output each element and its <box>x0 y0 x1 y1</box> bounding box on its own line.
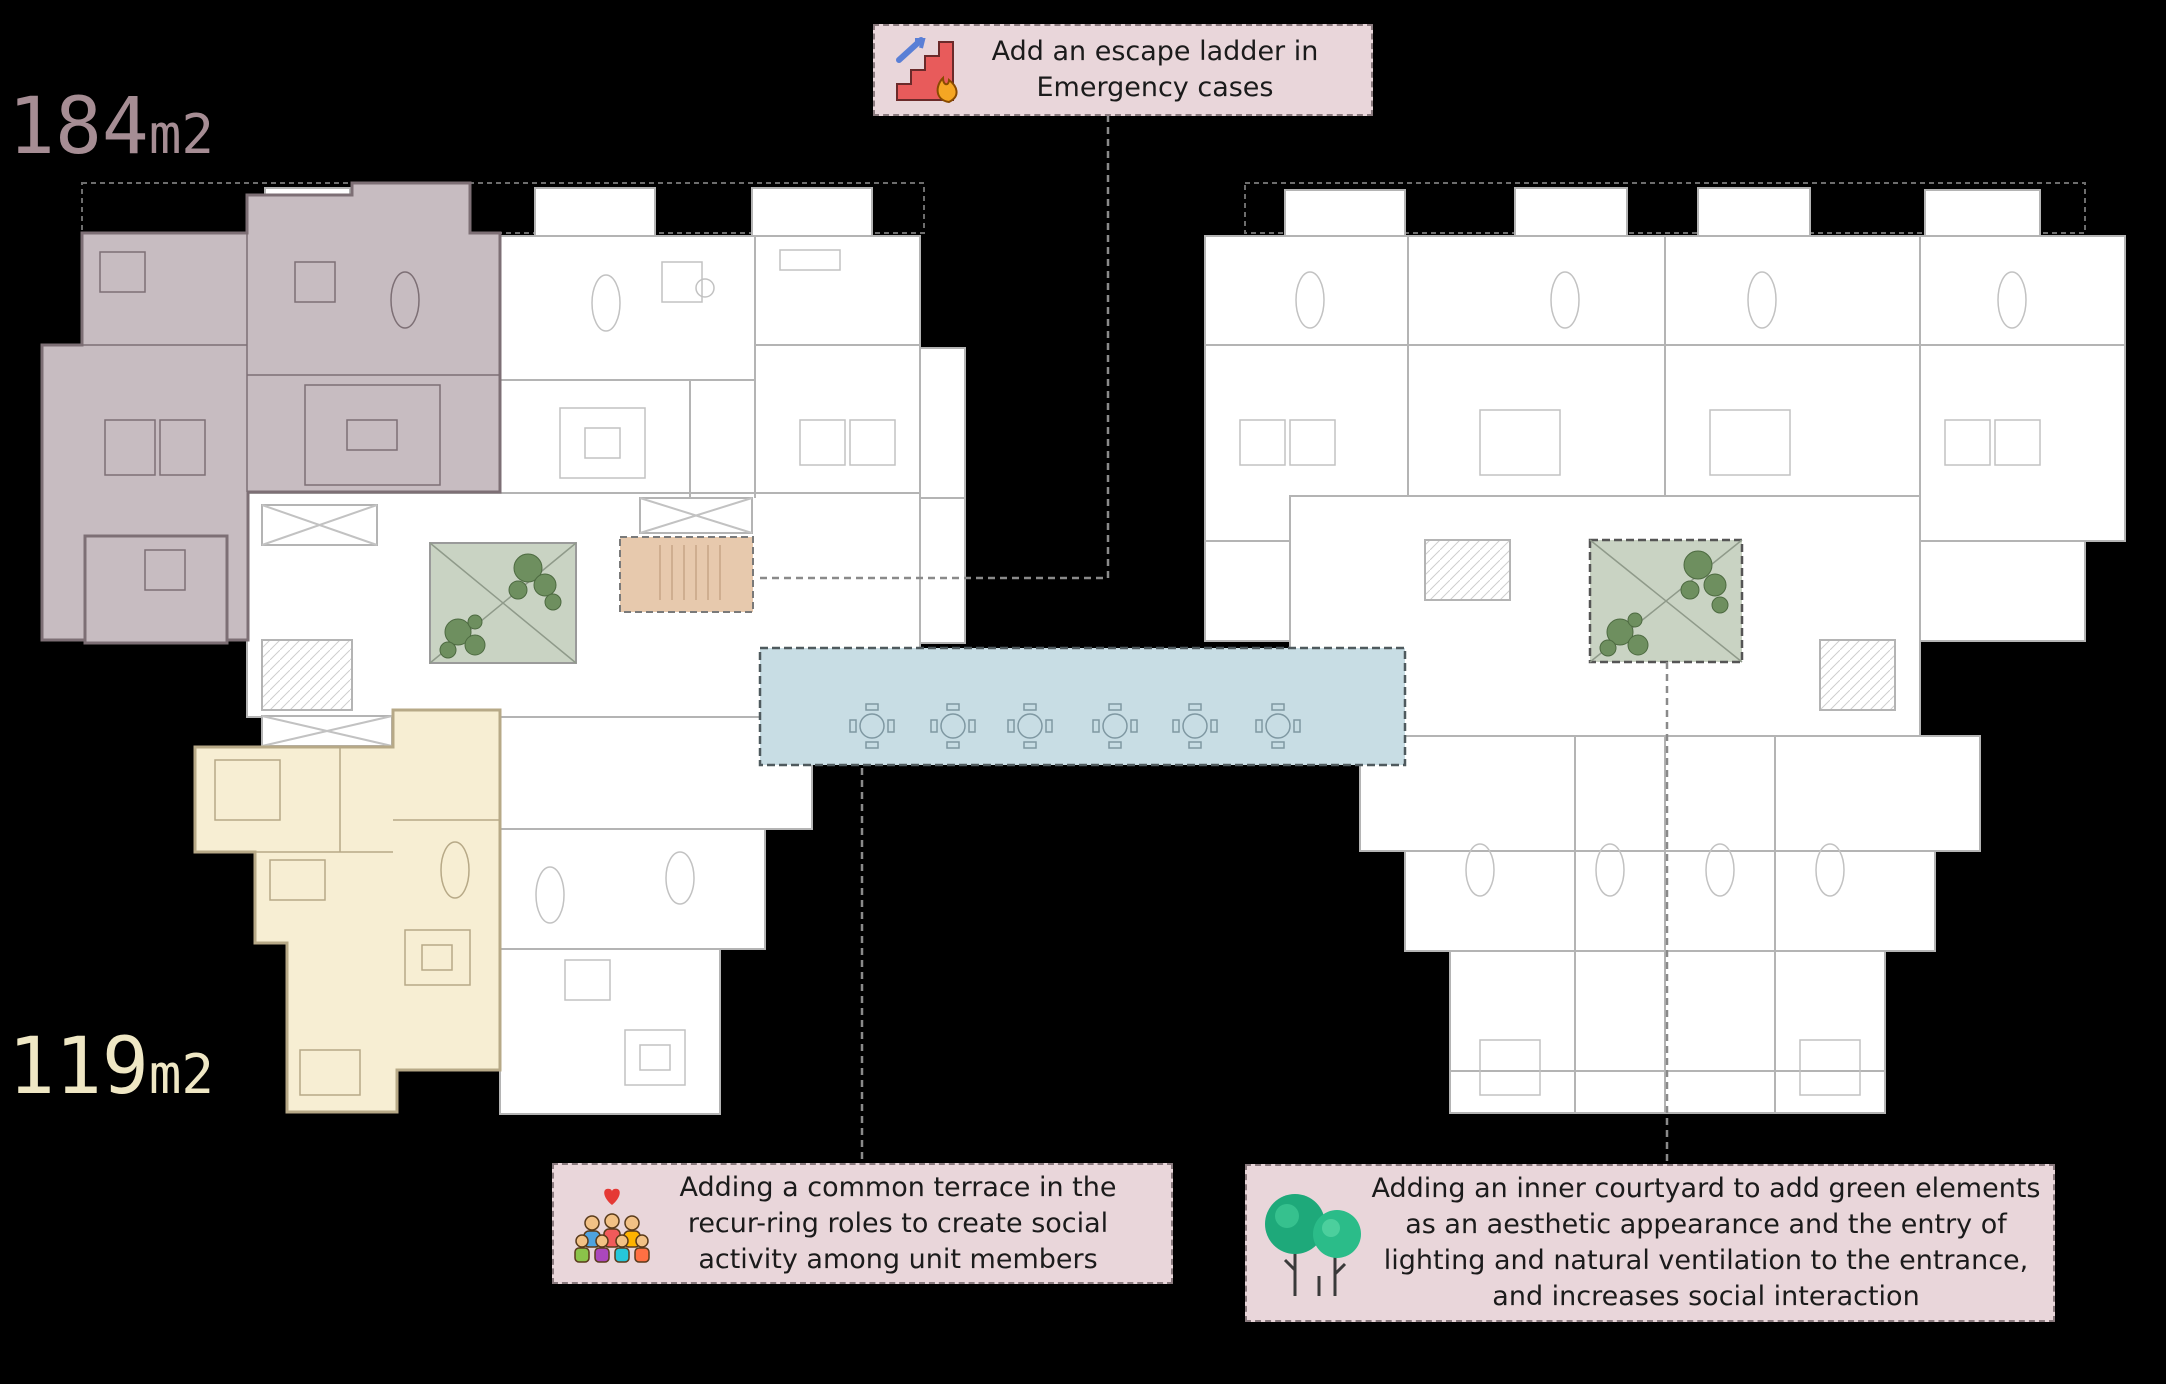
area-119-unit: m2 <box>148 1043 214 1106</box>
unit-119-highlight <box>193 708 502 1114</box>
callout-terrace-text: Adding a common terrace in the recur-rin… <box>679 1171 1117 1275</box>
left-upper-right-unit <box>499 235 921 499</box>
callout-escape-ladder: Add an escape ladder in Emergency cases <box>873 24 1373 116</box>
area-label-184: 184m2 <box>8 88 214 166</box>
common-terrace-bridge <box>758 646 1407 767</box>
right-building-plan <box>1204 182 2126 1114</box>
leader-lines <box>755 115 1669 1164</box>
escape-stair-highlight <box>619 536 754 613</box>
leader-escape <box>755 115 1110 580</box>
fire-escape-stairs-icon <box>896 37 958 104</box>
callout-courtyard-text: Adding an inner courtyard to add green e… <box>1371 1173 2041 1312</box>
callout-common-terrace: Adding a common terrace in the recur-rin… <box>552 1163 1173 1284</box>
right-courtyard <box>1588 538 1744 664</box>
area-label-119: 119m2 <box>8 1028 214 1106</box>
callout-inner-courtyard: Adding an inner courtyard to add green e… <box>1245 1164 2055 1322</box>
area-184-unit: m2 <box>148 103 214 166</box>
right-roofline <box>1244 182 2086 234</box>
community-people-heart-icon <box>574 1188 650 1263</box>
left-courtyard <box>429 542 577 664</box>
unit-184-highlight <box>40 181 502 645</box>
callout-escape-text: Add an escape ladder in Emergency cases <box>991 36 1319 103</box>
area-119-number: 119 <box>8 1022 149 1112</box>
area-184-number: 184 <box>8 82 149 172</box>
trees-icon <box>1265 1194 1361 1296</box>
left-roofline <box>81 182 925 234</box>
